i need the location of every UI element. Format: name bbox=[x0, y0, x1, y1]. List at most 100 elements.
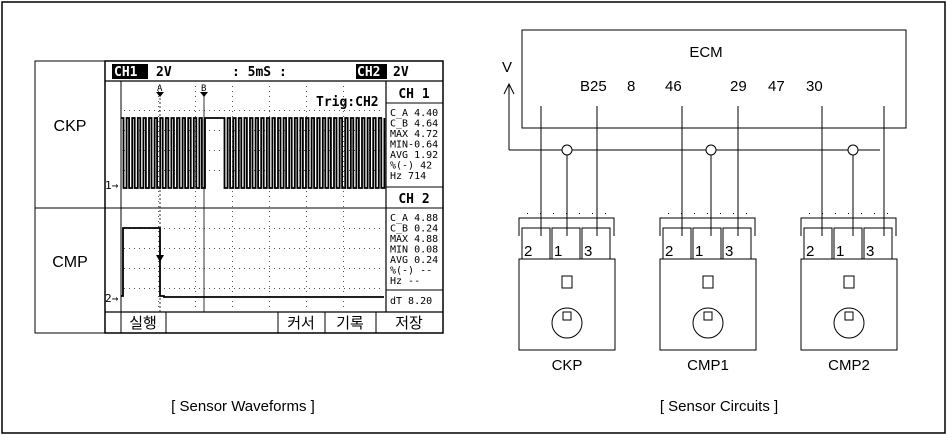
grid-dot bbox=[174, 268, 175, 269]
connector-dot bbox=[605, 213, 606, 214]
grid-dot bbox=[329, 228, 330, 229]
grid-dot bbox=[254, 130, 255, 131]
grid-dot bbox=[209, 248, 210, 249]
grid-dot bbox=[199, 110, 200, 111]
sensor-element-notch bbox=[703, 311, 713, 321]
grid-dot bbox=[158, 151, 159, 152]
record-button[interactable]: 기록 bbox=[336, 315, 364, 332]
grid-dot bbox=[195, 86, 196, 87]
connector-pin-label: 2 bbox=[524, 243, 532, 260]
grid-dot bbox=[344, 110, 345, 111]
grid-dot bbox=[306, 191, 307, 192]
grid-dot bbox=[269, 261, 270, 262]
grid-dot bbox=[306, 206, 307, 207]
sensor-label: CMP1 bbox=[687, 357, 729, 374]
grid-dot bbox=[169, 130, 170, 131]
grid-dot bbox=[232, 206, 233, 207]
grid-dot bbox=[239, 110, 240, 111]
grid-dot bbox=[309, 130, 310, 131]
grid-dot bbox=[195, 271, 196, 272]
connector-dot bbox=[566, 213, 567, 214]
grid-dot bbox=[306, 271, 307, 272]
grid-dot bbox=[343, 111, 344, 112]
grid-dot bbox=[304, 150, 305, 151]
shield-circle-ckp bbox=[561, 144, 573, 156]
grid-dot bbox=[254, 170, 255, 171]
grid-dot bbox=[164, 170, 165, 171]
cursor-a-marker bbox=[156, 92, 164, 97]
grid-dot bbox=[224, 248, 225, 249]
connector-dot bbox=[746, 213, 747, 214]
grid-dot bbox=[374, 288, 375, 289]
grid-dot bbox=[169, 288, 170, 289]
grid-dot bbox=[349, 268, 350, 269]
connector-dot bbox=[527, 213, 528, 214]
pin-29: 29 bbox=[730, 78, 747, 95]
grid-dot bbox=[254, 110, 255, 111]
grid-dot bbox=[209, 130, 210, 131]
grid-dot bbox=[232, 101, 233, 102]
grid-dot bbox=[219, 268, 220, 269]
grid-dot bbox=[169, 268, 170, 269]
connector-pin-label: 2 bbox=[665, 243, 673, 260]
grid-dot bbox=[139, 110, 140, 111]
grid-dot bbox=[144, 150, 145, 151]
grid-dot bbox=[349, 150, 350, 151]
grid-dot bbox=[343, 121, 344, 122]
grid-dot bbox=[195, 251, 196, 252]
grid-dot bbox=[306, 276, 307, 277]
grid-dot bbox=[259, 150, 260, 151]
trigger-label: Trig:CH2 bbox=[316, 95, 379, 110]
grid-dot bbox=[304, 268, 305, 269]
grid-dot bbox=[139, 288, 140, 289]
grid-dot bbox=[219, 150, 220, 151]
grid-dot bbox=[174, 248, 175, 249]
grid-dot bbox=[199, 228, 200, 229]
save-button[interactable]: 저장 bbox=[395, 315, 423, 332]
grid-dot bbox=[343, 136, 344, 137]
ecm-label: ECM bbox=[689, 44, 722, 61]
grid-dot bbox=[309, 110, 310, 111]
grid-dot bbox=[179, 228, 180, 229]
grid-dot bbox=[294, 248, 295, 249]
grid-dot bbox=[244, 268, 245, 269]
grid-dot bbox=[364, 268, 365, 269]
readout-line: MIN 0.08 bbox=[390, 245, 438, 256]
grid-dot bbox=[189, 110, 190, 111]
row-label-cmp: CMP bbox=[52, 254, 88, 271]
connector-cell bbox=[863, 227, 893, 260]
grid-dot bbox=[249, 248, 250, 249]
grid-dot bbox=[144, 110, 145, 111]
grid-dot bbox=[232, 116, 233, 117]
grid-dot bbox=[349, 248, 350, 249]
grid-dot bbox=[343, 206, 344, 207]
connector-cell bbox=[722, 227, 752, 260]
grid-dot bbox=[184, 288, 185, 289]
grid-dot bbox=[343, 281, 344, 282]
grid-dot bbox=[339, 268, 340, 269]
grid-dot bbox=[284, 110, 285, 111]
grid-dot bbox=[232, 106, 233, 107]
grid-dot bbox=[179, 110, 180, 111]
grid-dot bbox=[232, 111, 233, 112]
grid-dot bbox=[343, 151, 344, 152]
grid-dot bbox=[314, 268, 315, 269]
grid-dot bbox=[284, 268, 285, 269]
grid-dot bbox=[304, 228, 305, 229]
grid-dot bbox=[232, 86, 233, 87]
grid-dot bbox=[309, 288, 310, 289]
grid-dot bbox=[259, 130, 260, 131]
connector-dot bbox=[668, 213, 669, 214]
grid-dot bbox=[334, 228, 335, 229]
grid-dot bbox=[234, 170, 235, 171]
grid-dot bbox=[219, 248, 220, 249]
cursor-button[interactable]: 커서 bbox=[287, 315, 315, 332]
grid-dot bbox=[219, 110, 220, 111]
ckp-waveform bbox=[121, 117, 386, 189]
grid-dot bbox=[144, 268, 145, 269]
grid-dot bbox=[232, 211, 233, 212]
grid-dot bbox=[339, 288, 340, 289]
run-button[interactable]: 실행 bbox=[129, 315, 157, 332]
grid-dot bbox=[274, 268, 275, 269]
grid-dot bbox=[158, 181, 159, 182]
